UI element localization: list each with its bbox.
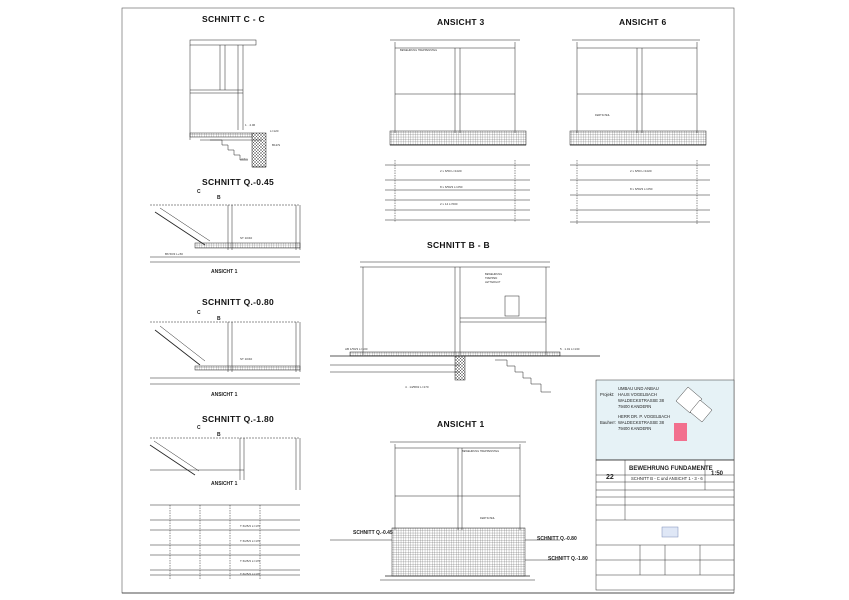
- schnitt-q180-drawing: T 6/25/3 L=170 T 6/25/3 L=170 T 6/25/3 L…: [149, 437, 301, 580]
- label-ansicht1-c: ANSICHT 1: [211, 481, 238, 487]
- svg-text:BEWEHRUNG: BEWEHRUNG: [485, 272, 502, 276]
- tb-plan-number: 22: [606, 474, 614, 481]
- label-ansicht1-b: ANSICHT 1: [211, 392, 238, 398]
- cut-marker-c3: C: [197, 425, 201, 431]
- ansicht3-drawing: BEWEHRUNG TREPPENSTEG 2 x 6/50 L=1020 8 …: [385, 39, 530, 222]
- tb-projekt-label: Projekt:: [600, 392, 615, 397]
- title-schnitt-q180: SCHNITT Q.-1.80: [202, 414, 275, 424]
- ansicht1-drawing: BEWEHRUNG TREPPENSTEG FERTIGTEIL: [330, 441, 560, 581]
- tb-projekt-2: HAUS VOGELBACH: [618, 392, 657, 397]
- svg-text:8 x 6/50/3 L=250: 8 x 6/50/3 L=250: [440, 185, 463, 189]
- svg-text:TREPPEN: TREPPEN: [485, 276, 497, 280]
- tb-bauherr-label: Bauherr:: [600, 420, 617, 425]
- svg-text:L=120: L=120: [270, 129, 279, 133]
- tb-title-main: BEWEHRUNG FUNDAMENTE: [629, 466, 713, 472]
- tb-scale: 1:50: [711, 471, 724, 477]
- title-ansicht6: ANSICHT 6: [619, 17, 667, 27]
- cut-marker-b2: B: [217, 316, 221, 322]
- svg-text:4 · 14/58/2 L=170: 4 · 14/58/2 L=170: [405, 385, 429, 389]
- label-side-q080: SCHNITT Q.-0.80: [537, 536, 577, 542]
- svg-text:FERTIGTEIL: FERTIGTEIL: [595, 113, 610, 117]
- svg-text:ST 10/40: ST 10/40: [240, 236, 252, 240]
- cut-marker-b1: B: [217, 195, 221, 201]
- svg-text:LETTERGUT: LETTERGUT: [485, 280, 501, 284]
- tb-projekt-3: WALDECKSTRASSE 38: [618, 398, 664, 403]
- title-schnitt-q045: SCHNITT Q.-0.45: [202, 177, 275, 187]
- cut-marker-b3: B: [217, 432, 221, 438]
- title-schnitt-bb: SCHNITT B - B: [427, 240, 490, 250]
- tb-title-sub: SCHNITT B - C und ANSICHT 1 - 3 - 6: [631, 476, 703, 481]
- tb-bauherr-3: 79400 KANDERN: [618, 426, 652, 431]
- title-block: [595, 379, 735, 591]
- svg-text:B6 50/3 L+50: B6 50/3 L+50: [165, 252, 183, 256]
- site-highlight: [674, 423, 687, 441]
- title-schnitt-q080: SCHNITT Q.-0.80: [202, 297, 275, 307]
- svg-text:2 x 6/50 L=1020: 2 x 6/50 L=1020: [630, 169, 652, 173]
- schnitt-q045-drawing: ST 10/40 B6 50/3 L+50: [150, 204, 301, 263]
- svg-text:FERTIGTEIL: FERTIGTEIL: [480, 516, 495, 520]
- svg-text:T 6/25/3 L=170: T 6/25/3 L=170: [240, 572, 261, 576]
- svg-text:2 x 6/50 L=1020: 2 x 6/50 L=1020: [440, 169, 462, 173]
- title-schnitt-cc: SCHNITT C - C: [202, 14, 265, 24]
- tb-bauherr-2: WALDECKSTRASSE 38: [618, 420, 664, 425]
- label-side-q180: SCHNITT Q.-1.80: [548, 556, 588, 562]
- cut-marker-c2: C: [197, 310, 201, 316]
- tb-bauherr-1: HERR DR. P. VOGELBACH: [618, 414, 671, 419]
- svg-text:8 x 6/50/3 L=250: 8 x 6/50/3 L=250: [630, 187, 653, 191]
- label-ansicht1-a: ANSICHT 1: [211, 269, 238, 275]
- svg-text:T 6/25/3 L=170: T 6/25/3 L=170: [240, 539, 261, 543]
- svg-text:T 6/25/3 L=170: T 6/25/3 L=170: [240, 524, 261, 528]
- svg-text:1 · 4.06: 1 · 4.06: [245, 123, 256, 127]
- svg-text:-4.6m: -4.6m: [240, 157, 248, 161]
- svg-text:BEWEHRUNG TREPPENSTEG: BEWEHRUNG TREPPENSTEG: [400, 48, 437, 52]
- title-ansicht1: ANSICHT 1: [437, 419, 485, 429]
- svg-text:BEWEHRUNG TREPPENSTEG: BEWEHRUNG TREPPENSTEG: [462, 449, 499, 453]
- tb-projekt-1: UMBAU UND ANBAU: [618, 386, 659, 391]
- label-side-q045: SCHNITT Q.-0.45: [353, 530, 393, 536]
- schnitt-bb-drawing: BEWEHRUNG TREPPEN LETTERGUT AB 1/50/3 L=…: [330, 261, 600, 393]
- svg-text:ST 10/40: ST 10/40: [240, 357, 252, 361]
- schnitt-q080-drawing: ST 10/40: [150, 321, 301, 385]
- svg-text:5 · 1.01 L=130: 5 · 1.01 L=130: [560, 347, 580, 351]
- title-ansicht3: ANSICHT 3: [437, 17, 485, 27]
- svg-text:AB 1/50/3 L=100: AB 1/50/3 L=100: [345, 347, 368, 351]
- tb-projekt-4: 79400 KANDERN: [618, 404, 652, 409]
- cut-marker-c1: C: [197, 189, 201, 195]
- svg-text:T 6/25/3 L=170: T 6/25/3 L=170: [240, 559, 261, 563]
- svg-text:2 x 14 L=500: 2 x 14 L=500: [440, 202, 458, 206]
- ansicht6-drawing: FERTIGTEIL 2 x 6/50 L=1020 8 x 6/50/3 L=…: [569, 39, 710, 225]
- svg-text:B12/S: B12/S: [272, 143, 280, 147]
- schnitt-cc-drawing: 1 · 4.06 L=120 B12/S -4.6m: [189, 39, 280, 168]
